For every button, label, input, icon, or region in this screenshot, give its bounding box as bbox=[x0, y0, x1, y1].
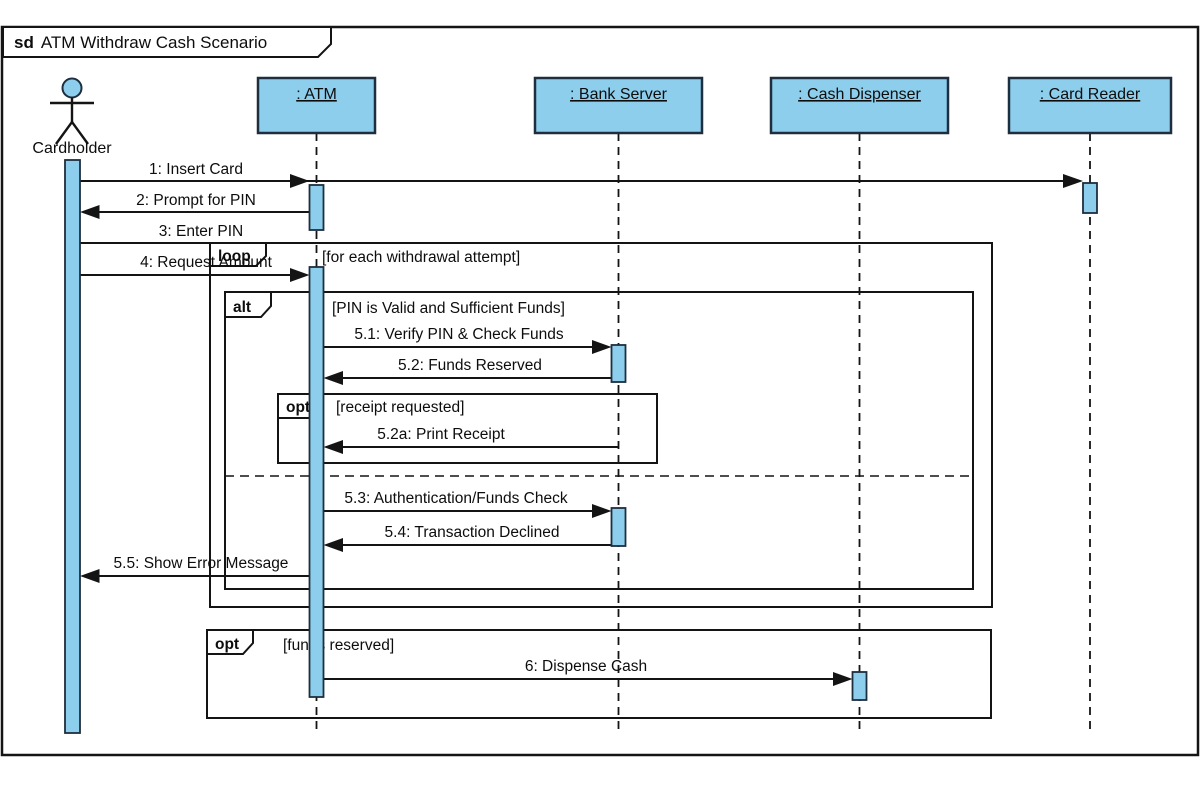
activation-atm-1 bbox=[308, 184, 325, 231]
message-3-label: 3: Enter PIN bbox=[159, 223, 243, 240]
activation-cardholder bbox=[64, 159, 81, 734]
message-arrowhead bbox=[323, 440, 343, 454]
message-1-label: 1: Insert Card bbox=[149, 161, 243, 178]
diagram-title-tab bbox=[2, 26, 332, 58]
message-3-enter-pin: 3: Enter PIN bbox=[80, 223, 310, 244]
lifeline-head-atm: : ATM bbox=[256, 76, 377, 135]
activation-bank-server-1 bbox=[610, 344, 627, 383]
message-1-insert-card: 1: Insert Card bbox=[80, 161, 1083, 188]
message-5-5-label: 5.5: Show Error Message bbox=[114, 555, 289, 572]
lifeline-head-bank-server: : Bank Server bbox=[533, 76, 704, 135]
message-arrowhead bbox=[592, 504, 612, 518]
actor-cardholder: Cardholder bbox=[32, 77, 112, 157]
message-arrowhead bbox=[323, 538, 343, 552]
lifeline-name-bank-server: : Bank Server bbox=[570, 86, 668, 103]
fragment-alt-pentagon bbox=[224, 291, 272, 318]
message-arrowhead bbox=[1063, 174, 1083, 188]
message-5-2a-print-receipt: 5.2a: Print Receipt bbox=[323, 426, 619, 454]
message-5-5-show-error: 5.5: Show Error Message bbox=[80, 555, 310, 583]
fragment-loop-guard: [for each withdrawal attempt] bbox=[322, 249, 520, 266]
message-2-prompt-for-pin: 2: Prompt for PIN bbox=[80, 192, 310, 219]
message-2-label: 2: Prompt for PIN bbox=[136, 192, 256, 209]
activation-atm-2 bbox=[308, 266, 325, 698]
fragment-alt: alt [PIN is Valid and Sufficient Funds] bbox=[224, 291, 974, 590]
fragment-opt-dispense-guard: [funds reserved] bbox=[283, 637, 394, 654]
fragment-opt-receipt-guard: [receipt requested] bbox=[336, 399, 464, 416]
fragment-loop-operator: loop bbox=[218, 248, 251, 265]
message-4-request-amount: 4: Request Amount bbox=[80, 254, 310, 282]
fragment-alt-operator: alt bbox=[233, 299, 251, 316]
lifeline-name-atm: : ATM bbox=[296, 86, 337, 103]
fragment-opt-receipt: opt [receipt requested] bbox=[277, 393, 658, 464]
message-5-4-transaction-declined: 5.4: Transaction Declined bbox=[323, 524, 612, 552]
message-5-3-label: 5.3: Authentication/Funds Check bbox=[344, 490, 567, 507]
lifeline-head-card-reader: : Card Reader bbox=[1007, 76, 1173, 135]
message-5-4-label: 5.4: Transaction Declined bbox=[385, 524, 560, 541]
message-4-label: 4: Request Amount bbox=[140, 254, 273, 271]
message-6-dispense-cash: 6: Dispense Cash bbox=[323, 658, 853, 686]
diagram-title: sd ATM Withdraw Cash Scenario bbox=[14, 33, 267, 52]
activation-cash-dispenser bbox=[851, 671, 868, 701]
lifeline-name-card-reader: : Card Reader bbox=[1040, 86, 1141, 103]
fragment-opt-dispense-pentagon bbox=[206, 629, 254, 655]
message-arrowhead bbox=[290, 174, 310, 188]
message-5-2a-label: 5.2a: Print Receipt bbox=[377, 426, 505, 443]
message-arrowhead bbox=[290, 268, 310, 282]
fragment-opt-dispense-operator: opt bbox=[215, 636, 239, 653]
fragment-opt-receipt-operator: opt bbox=[286, 399, 310, 416]
message-arrowhead bbox=[80, 569, 100, 583]
message-arrowhead bbox=[592, 340, 612, 354]
activation-card-reader bbox=[1082, 182, 1098, 214]
message-arrowhead bbox=[833, 672, 853, 686]
diagram-frame bbox=[0, 25, 1200, 757]
message-5-2-label: 5.2: Funds Reserved bbox=[398, 357, 542, 374]
actor-label: Cardholder bbox=[32, 140, 112, 157]
fragment-alt-guard: [PIN is Valid and Sufficient Funds] bbox=[332, 300, 565, 317]
lifeline-name-cash-dispenser: : Cash Dispenser bbox=[798, 86, 921, 103]
message-5-1-verify-pin: 5.1: Verify PIN & Check Funds bbox=[323, 326, 612, 354]
activation-bank-server-2 bbox=[610, 507, 627, 547]
message-5-3-auth-funds-check: 5.3: Authentication/Funds Check bbox=[323, 490, 612, 518]
message-6-label: 6: Dispense Cash bbox=[525, 658, 647, 675]
person-icon bbox=[50, 77, 94, 145]
diagram-kind-label: sd bbox=[14, 33, 34, 52]
message-5-1-label: 5.1: Verify PIN & Check Funds bbox=[354, 326, 564, 343]
message-arrowhead bbox=[323, 371, 343, 385]
message-5-2-funds-reserved: 5.2: Funds Reserved bbox=[323, 357, 612, 385]
message-arrowhead bbox=[80, 205, 100, 219]
diagram-title-text: ATM Withdraw Cash Scenario bbox=[41, 33, 267, 52]
fragment-loop: loop [for each withdrawal attempt] bbox=[209, 242, 993, 608]
lifeline-head-cash-dispenser: : Cash Dispenser bbox=[769, 76, 950, 135]
